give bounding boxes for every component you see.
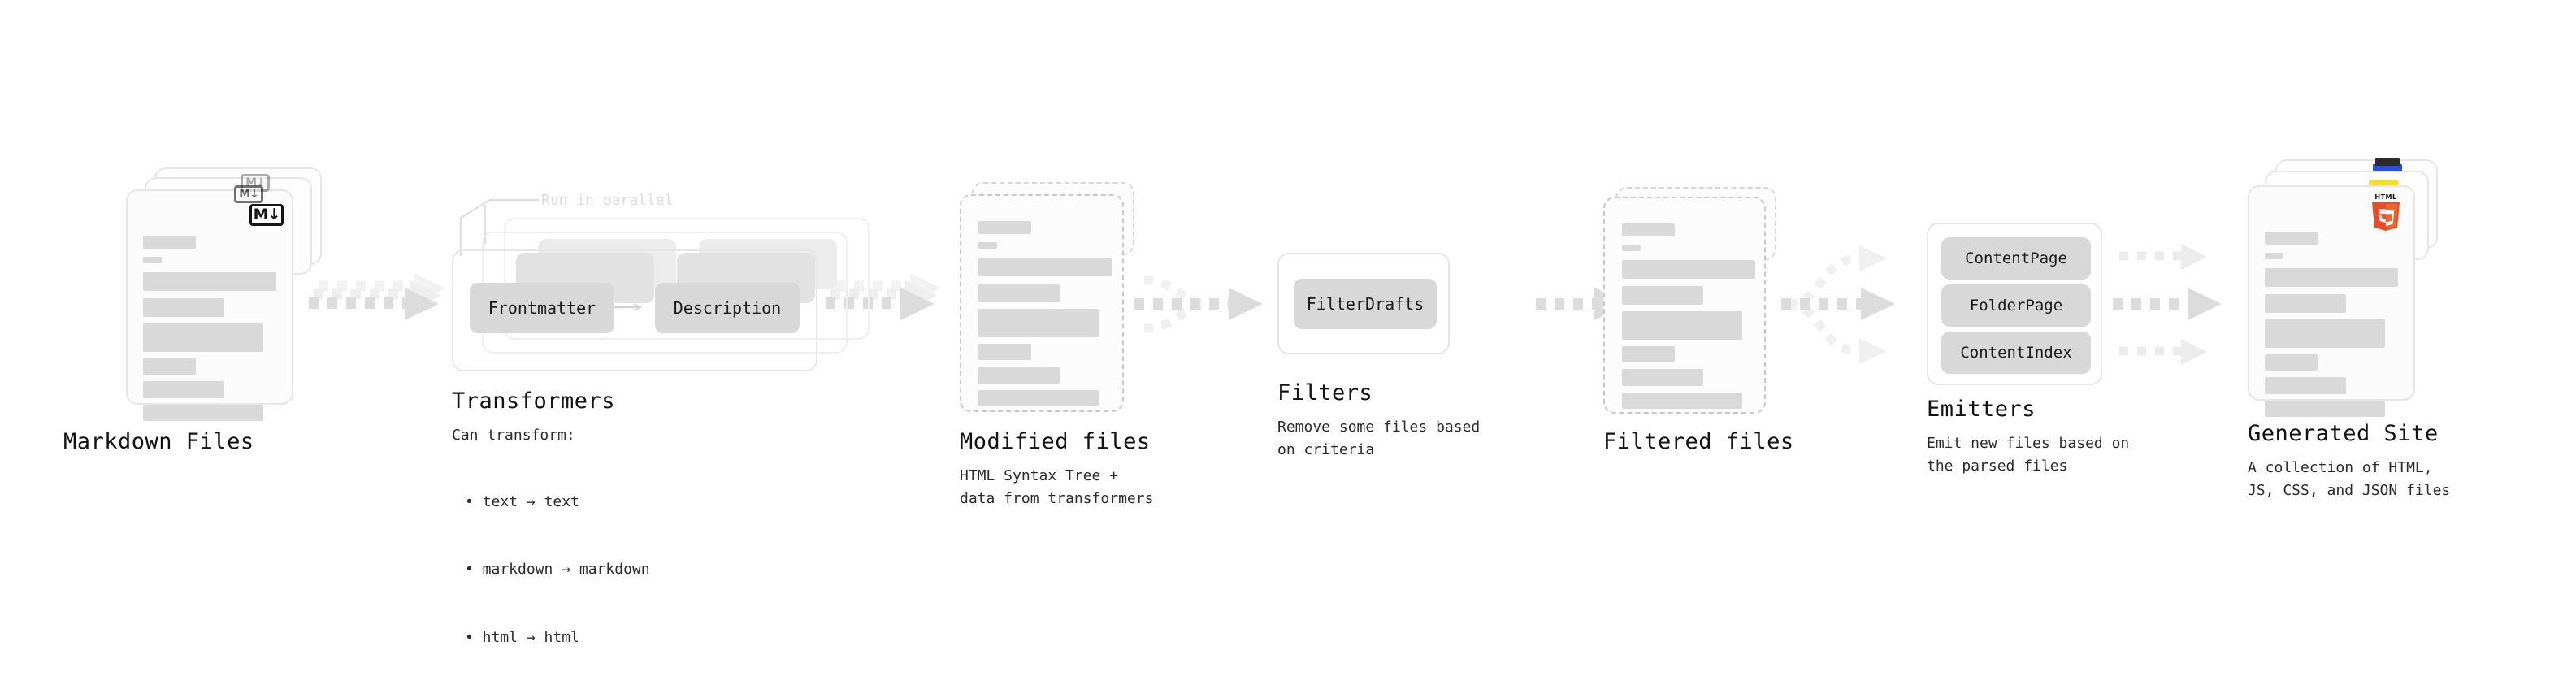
doc-bar bbox=[1622, 245, 1641, 251]
doc-bar bbox=[1622, 223, 1675, 236]
doc-bar bbox=[1622, 369, 1703, 386]
doc-bar bbox=[143, 405, 263, 421]
transform-bullet-list: • text → text • markdown → markdown • ht… bbox=[465, 445, 650, 681]
doc-bar bbox=[2265, 354, 2318, 371]
modified-file-card-front bbox=[960, 194, 1124, 412]
doc-bar bbox=[143, 381, 224, 398]
stage-subtitle: Remove some files based on criteria bbox=[1277, 419, 1481, 458]
doc-bar bbox=[1622, 393, 1742, 409]
page-title: Generated Site bbox=[2248, 421, 2439, 446]
filters-card[interactable]: FilterDrafts bbox=[1277, 253, 1450, 354]
doc-bar bbox=[143, 323, 263, 352]
doc-bar bbox=[143, 236, 196, 249]
stage-subtitle: HTML Syntax Tree + data from transformer… bbox=[960, 467, 1154, 507]
doc-bar bbox=[2265, 253, 2283, 259]
emitter-pill-contentpage[interactable]: ContentPage bbox=[1941, 237, 2091, 280]
html5-icon: HTML bbox=[2372, 193, 2400, 231]
doc-bar bbox=[978, 309, 1099, 337]
list-item: • text → text bbox=[465, 492, 579, 510]
stage-subtitle: Can transform: bbox=[452, 427, 575, 444]
css-badge bbox=[2373, 158, 2402, 172]
doc-bar bbox=[1622, 311, 1742, 340]
filter-pill-filterdrafts[interactable]: FilterDrafts bbox=[1294, 279, 1437, 329]
emitter-pill-contentindex[interactable]: ContentIndex bbox=[1941, 332, 2091, 374]
transformer-card-front[interactable]: Frontmatter Description bbox=[452, 249, 817, 371]
run-in-parallel-label: Run in parallel bbox=[541, 192, 674, 209]
svg-text:HTML: HTML bbox=[2374, 193, 2396, 201]
doc-bar bbox=[2265, 268, 2398, 287]
stage-subtitle: A collection of HTML, JS, CSS, and JSON … bbox=[2248, 459, 2451, 499]
page-title: Transformers bbox=[452, 388, 616, 414]
doc-bar bbox=[978, 367, 1060, 384]
page-title: Emitters bbox=[1927, 397, 2036, 422]
doc-bar bbox=[1622, 260, 1755, 279]
doc-bar bbox=[978, 344, 1031, 360]
arrow-emitters-to-site bbox=[2113, 244, 2222, 365]
transformer-pill-description[interactable]: Description bbox=[655, 283, 800, 333]
stage-subtitle: Emit new files based on the parsed files bbox=[1927, 435, 2130, 475]
page-title: Filtered files bbox=[1603, 429, 1794, 454]
list-item: • markdown → markdown bbox=[465, 561, 650, 579]
doc-bar bbox=[2265, 232, 2318, 245]
doc-bar bbox=[143, 272, 276, 291]
doc-bar bbox=[143, 257, 162, 263]
doc-bar bbox=[978, 242, 997, 249]
doc-bar bbox=[1622, 346, 1675, 362]
page-title: Markdown Files bbox=[63, 429, 254, 454]
filtered-file-card-front bbox=[1603, 197, 1766, 414]
doc-bar bbox=[978, 258, 1112, 276]
arrow-modified-to-filters bbox=[1134, 275, 1263, 333]
list-item: • html → html bbox=[465, 629, 579, 647]
doc-bar bbox=[2265, 294, 2346, 313]
doc-bar bbox=[143, 298, 224, 317]
emitter-pill-folderpage[interactable]: FolderPage bbox=[1941, 284, 2091, 327]
markdown-icon: M↓ bbox=[234, 185, 263, 203]
doc-bar bbox=[978, 221, 1031, 234]
arrow-filtered-to-emitters bbox=[1781, 245, 1895, 364]
emitters-card[interactable]: ContentPage FolderPage ContentIndex bbox=[1927, 223, 2102, 385]
page-title: Modified files bbox=[960, 429, 1151, 454]
page-title: Filters bbox=[1277, 380, 1373, 406]
doc-bar bbox=[978, 390, 1099, 406]
doc-bar bbox=[2265, 319, 2385, 348]
doc-bar bbox=[978, 284, 1060, 302]
markdown-file-card-front bbox=[126, 189, 293, 421]
doc-bar bbox=[2265, 377, 2346, 394]
doc-bar bbox=[143, 358, 196, 375]
arrow-markdown-to-transformers bbox=[309, 273, 445, 320]
doc-bar bbox=[1622, 286, 1703, 305]
doc-bar bbox=[2265, 401, 2385, 417]
markdown-icon: M↓ bbox=[249, 204, 284, 226]
transformer-pill-frontmatter[interactable]: Frontmatter bbox=[470, 283, 614, 333]
